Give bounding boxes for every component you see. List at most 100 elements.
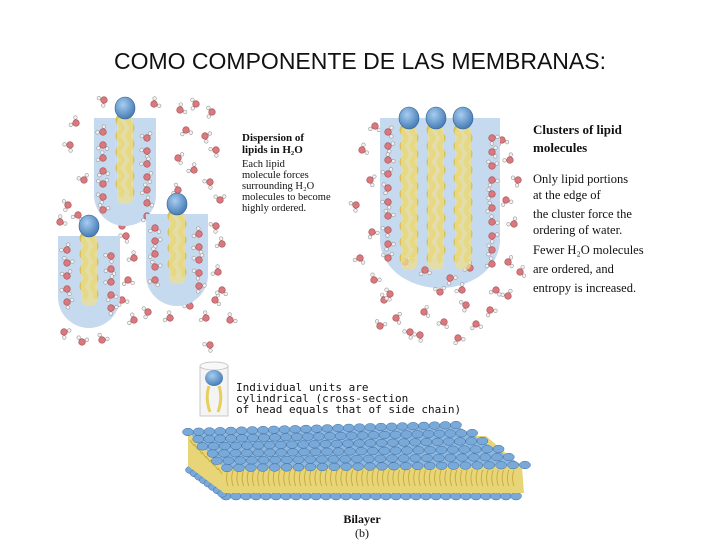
water-molecule <box>487 176 500 188</box>
water-molecule <box>215 286 228 297</box>
panel-b-cluster: Clusters of lipid molecules Only lipid p… <box>348 106 644 346</box>
water-molecule <box>174 152 185 165</box>
panel-a-description: Each lipid molecule forces surrounding H… <box>242 159 333 214</box>
panel-a-dispersion: Dispersion of lipids in H₂O Each lipid m… <box>56 95 333 353</box>
water-molecule <box>348 201 360 213</box>
lipid-molecule <box>398 106 420 270</box>
water-molecule <box>486 243 496 257</box>
panel-a-heading: Dispersion of lipids in H₂O <box>242 132 307 156</box>
water-molecule <box>500 288 513 300</box>
water-molecule <box>62 256 75 267</box>
cylinder-unit-description: Individual units are cylindrical (cross-… <box>236 381 461 416</box>
panel-b-water <box>348 122 527 346</box>
water-molecule <box>190 97 200 111</box>
water-molecule <box>103 265 117 276</box>
lipid-head <box>398 106 420 130</box>
water-molecule <box>488 286 502 297</box>
water-molecule <box>436 318 449 329</box>
lipid-head <box>114 96 136 120</box>
lipid-head <box>425 106 447 130</box>
water-molecule <box>381 182 392 196</box>
water-molecule <box>214 236 226 249</box>
lipid-cage-2 <box>58 214 120 328</box>
panel-a-water <box>56 95 238 353</box>
water-molecule <box>206 105 216 119</box>
water-molecule <box>208 222 220 234</box>
water-molecule <box>191 226 203 238</box>
water-molecule <box>213 194 227 204</box>
water-molecule <box>374 319 388 330</box>
water-molecule <box>148 224 162 234</box>
water-molecule <box>454 282 466 294</box>
water-molecule <box>62 141 74 153</box>
water-molecule <box>488 145 498 159</box>
water-molecule <box>191 253 204 264</box>
water-molecule <box>226 312 238 324</box>
bilayer-slab <box>182 420 531 501</box>
water-molecule <box>76 173 89 184</box>
water-molecule <box>59 242 71 254</box>
water-molecule <box>150 260 163 271</box>
water-molecule <box>380 226 392 238</box>
water-molecule <box>486 159 500 170</box>
water-molecule <box>127 312 138 325</box>
water-molecule <box>68 115 80 127</box>
lipid-cage-1 <box>94 96 156 226</box>
water-molecule <box>96 95 108 108</box>
water-molecule <box>470 320 483 331</box>
water-molecule <box>150 96 162 108</box>
water-molecule <box>56 214 68 226</box>
water-molecule <box>211 293 222 306</box>
water-molecule <box>202 341 214 353</box>
water-molecule <box>502 152 514 164</box>
water-molecule <box>380 198 392 210</box>
water-molecule <box>370 272 382 284</box>
water-molecule <box>488 214 500 226</box>
water-molecule <box>103 252 115 264</box>
water-molecule <box>96 178 110 188</box>
water-molecule <box>433 285 446 296</box>
lipid-head <box>452 106 474 130</box>
water-molecule <box>95 150 107 163</box>
water-molecule <box>383 208 396 220</box>
water-molecule <box>488 134 500 146</box>
water-molecule <box>191 243 204 255</box>
water-molecule <box>210 264 222 276</box>
water-molecule <box>186 162 198 174</box>
cylinder-unit <box>199 361 229 417</box>
water-molecule <box>459 300 470 313</box>
lipid-molecule <box>78 214 100 306</box>
water-molecule <box>60 328 72 340</box>
water-molecule <box>103 274 115 286</box>
water-molecule <box>97 203 111 214</box>
water-molecule <box>446 274 458 286</box>
water-molecule <box>418 266 432 276</box>
water-molecule <box>485 200 496 214</box>
water-molecule <box>453 334 466 346</box>
water-molecule <box>143 195 155 208</box>
water-molecule <box>139 156 151 168</box>
water-molecule <box>384 240 396 252</box>
water-molecule <box>198 310 210 323</box>
water-molecule <box>107 304 119 316</box>
water-molecule <box>208 146 220 158</box>
lipid-molecule <box>166 192 188 284</box>
water-molecule <box>118 232 130 244</box>
water-molecule <box>126 250 138 262</box>
water-molecule <box>148 246 159 259</box>
water-molecule <box>59 269 73 280</box>
water-molecule <box>141 306 152 320</box>
page-title: COMO COMPONENTE DE LAS MEMBRANAS: <box>113 48 606 74</box>
water-molecule <box>488 232 500 244</box>
water-molecule <box>202 178 214 190</box>
cylinder-unit-head <box>205 370 223 386</box>
lipid-head <box>166 192 188 216</box>
water-molecule <box>195 282 207 294</box>
water-molecule <box>61 199 72 212</box>
lipid-molecule <box>452 106 474 270</box>
water-molecule <box>412 331 424 343</box>
water-molecule <box>140 182 151 196</box>
water-molecule <box>106 291 119 302</box>
water-molecule <box>171 182 182 196</box>
